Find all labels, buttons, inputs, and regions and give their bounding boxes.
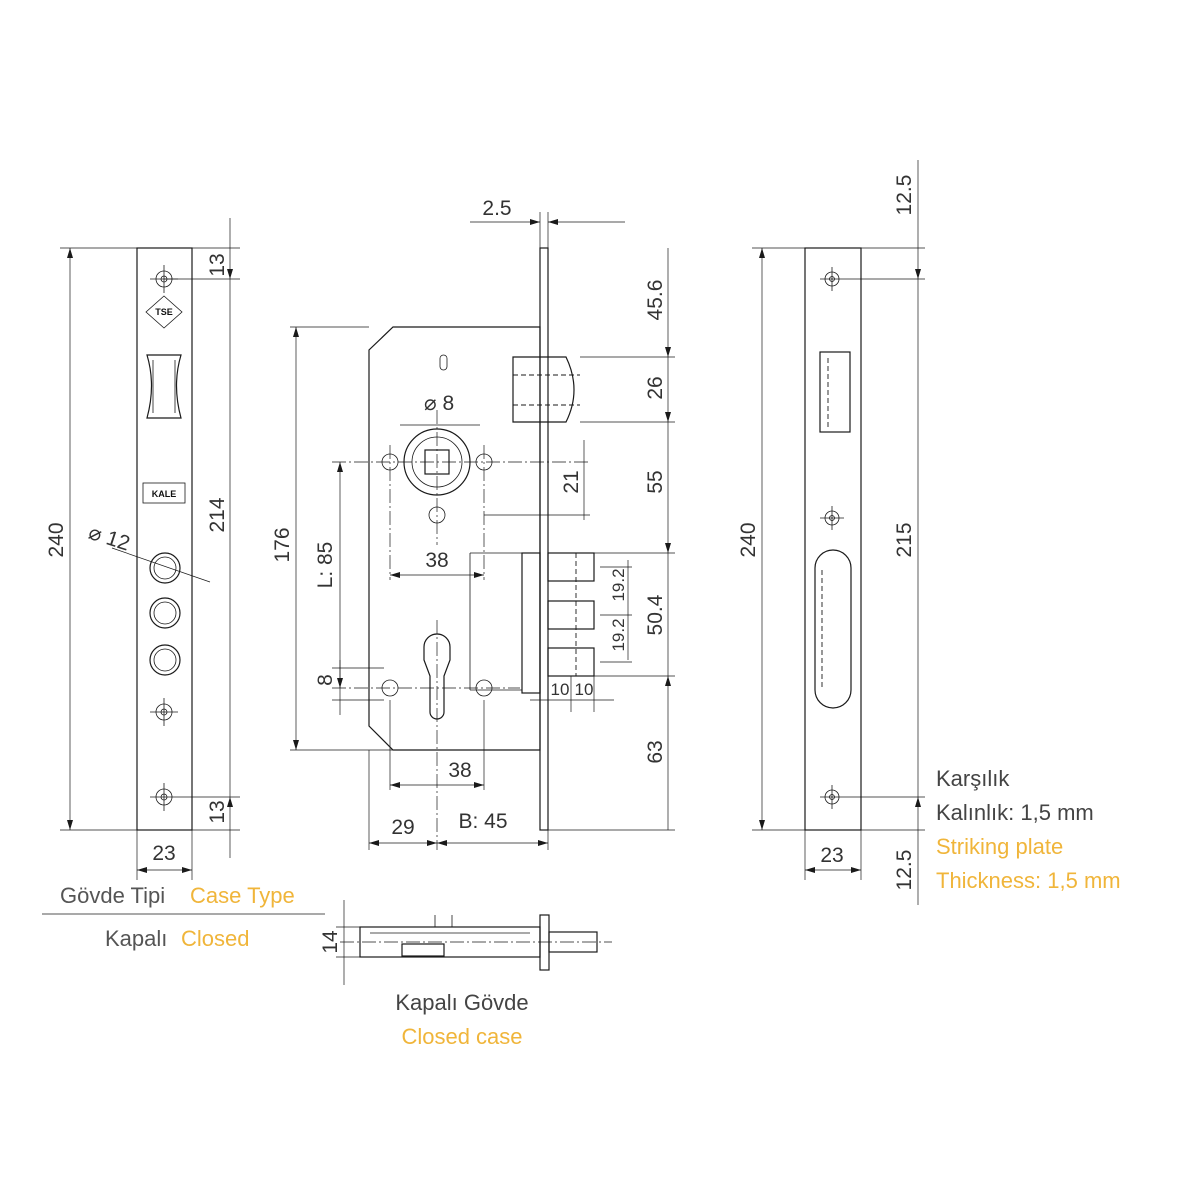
bolt-gap-a-label: 10 bbox=[551, 680, 570, 699]
lock-case-body bbox=[368, 326, 541, 751]
front-dim-bolt-diameter: ⌀ 12 bbox=[86, 521, 211, 583]
strike-bottom-offset-label: 12.5 bbox=[893, 850, 916, 891]
spindle-square-label: ⌀ 8 bbox=[424, 392, 454, 415]
side-right-dims: 45.6 26 55 50.4 63 19.2 19.2 21 bbox=[484, 248, 675, 831]
front-dim-height: 240 bbox=[45, 247, 137, 831]
fix-hole-spacing-top-label: 38 bbox=[425, 549, 448, 572]
top-view-label-tr: Kapalı Gövde bbox=[395, 990, 528, 1015]
strike-bolt-slot bbox=[814, 549, 852, 709]
spindle-hub: ⌀ 8 bbox=[332, 392, 590, 580]
front-screw-bottom bbox=[150, 783, 240, 811]
strike-dim-right: 215 12.5 12.5 bbox=[861, 160, 925, 905]
top-view: 14 Kapalı Gövde Closed case bbox=[319, 900, 612, 1049]
strike-label-en-1: Striking plate bbox=[936, 834, 1063, 859]
front-screw-pitch-label: 214 bbox=[206, 497, 229, 532]
strike-width-label: 23 bbox=[820, 844, 843, 867]
deadbolts bbox=[469, 552, 595, 694]
side-horizontal-dims: 38 38 10 10 29 B: 45 bbox=[368, 549, 614, 850]
latch-offset-label: 45.6 bbox=[644, 280, 667, 321]
kale-logo: KALE bbox=[142, 482, 186, 504]
side-view: 2.5 ⌀ 8 bbox=[271, 197, 675, 850]
case-type-legend: Gövde Tipi Case Type Kapalı Closed bbox=[42, 883, 325, 951]
strike-top-offset-label: 12.5 bbox=[893, 175, 916, 216]
spindle-offset-label: 21 bbox=[560, 470, 583, 493]
front-top-offset-label: 13 bbox=[206, 253, 229, 276]
faceplate-thickness-label: 2.5 bbox=[482, 197, 511, 220]
closed-en-label: Closed bbox=[181, 926, 249, 951]
bolt-throw-label: 50.4 bbox=[644, 594, 667, 635]
front-bolts bbox=[149, 552, 181, 676]
strike-plate-view: 240 215 12.5 12.5 23 Karşılık Kalınlık: … bbox=[737, 160, 1121, 905]
bolt-pitch-a-label: 19.2 bbox=[609, 568, 628, 601]
side-faceplate bbox=[539, 247, 549, 831]
cylinder-hole-label: 8 bbox=[314, 674, 337, 686]
latch-bolt bbox=[512, 356, 580, 423]
front-dim-width: 23 bbox=[136, 830, 193, 880]
front-width-label: 23 bbox=[152, 842, 175, 865]
strike-label-en-2: Thickness: 1,5 mm bbox=[936, 868, 1121, 893]
front-dim-screw-pitch: 214 13 13 bbox=[192, 218, 240, 858]
tse-logo: TSE bbox=[145, 295, 183, 329]
top-view-thickness-label: 14 bbox=[319, 930, 342, 954]
strike-dim-height: 240 bbox=[737, 247, 805, 831]
strike-screw-middle bbox=[820, 506, 844, 530]
backset-label: B: 45 bbox=[458, 810, 507, 833]
bolt-gap-b-label: 10 bbox=[575, 680, 594, 699]
spindle-to-bolts-label: 55 bbox=[644, 470, 667, 493]
latch-height-label: 26 bbox=[644, 376, 667, 399]
side-left-dims: 176 L: 85 8 bbox=[271, 326, 393, 751]
case-height-label: 176 bbox=[271, 527, 294, 562]
strike-plate bbox=[804, 247, 862, 831]
case-type-en-label: Case Type bbox=[190, 883, 295, 908]
dim-faceplate-thickness: 2.5 bbox=[470, 197, 625, 248]
strike-height-label: 240 bbox=[737, 522, 760, 557]
bolt-diameter-label: ⌀ 12 bbox=[86, 521, 133, 556]
front-view: TSE KALE bbox=[45, 218, 240, 880]
top-view-label-en: Closed case bbox=[401, 1024, 522, 1049]
front-faceplate bbox=[136, 247, 193, 831]
fix-hole-spacing-bottom-label: 38 bbox=[448, 759, 471, 782]
tse-logo-text: TSE bbox=[155, 307, 173, 317]
front-height-label: 240 bbox=[45, 522, 68, 557]
strike-slot-length-label: 215 bbox=[893, 522, 916, 557]
hole-offset-label: 29 bbox=[391, 816, 414, 839]
strike-screw-top bbox=[820, 267, 925, 291]
strike-label-tr-2: Kalınlık: 1,5 mm bbox=[936, 800, 1094, 825]
strike-screw-bottom bbox=[820, 785, 925, 809]
strike-latch-opening bbox=[819, 351, 851, 433]
bolt-pitch-b-label: 19.2 bbox=[609, 618, 628, 651]
bottom-offset-label: 63 bbox=[644, 740, 667, 763]
case-type-tr-label: Gövde Tipi bbox=[60, 883, 165, 908]
strike-label-tr-1: Karşılık bbox=[936, 766, 1010, 791]
closed-tr-label: Kapalı bbox=[105, 926, 167, 951]
front-bottom-offset-label: 13 bbox=[206, 800, 229, 823]
front-screw-middle bbox=[150, 698, 178, 726]
strike-dim-width: 23 bbox=[804, 830, 862, 880]
kale-logo-text: KALE bbox=[152, 489, 177, 499]
front-latch bbox=[146, 354, 182, 419]
centre-distance-label: L: 85 bbox=[314, 542, 337, 589]
cylinder-hole bbox=[332, 620, 520, 850]
